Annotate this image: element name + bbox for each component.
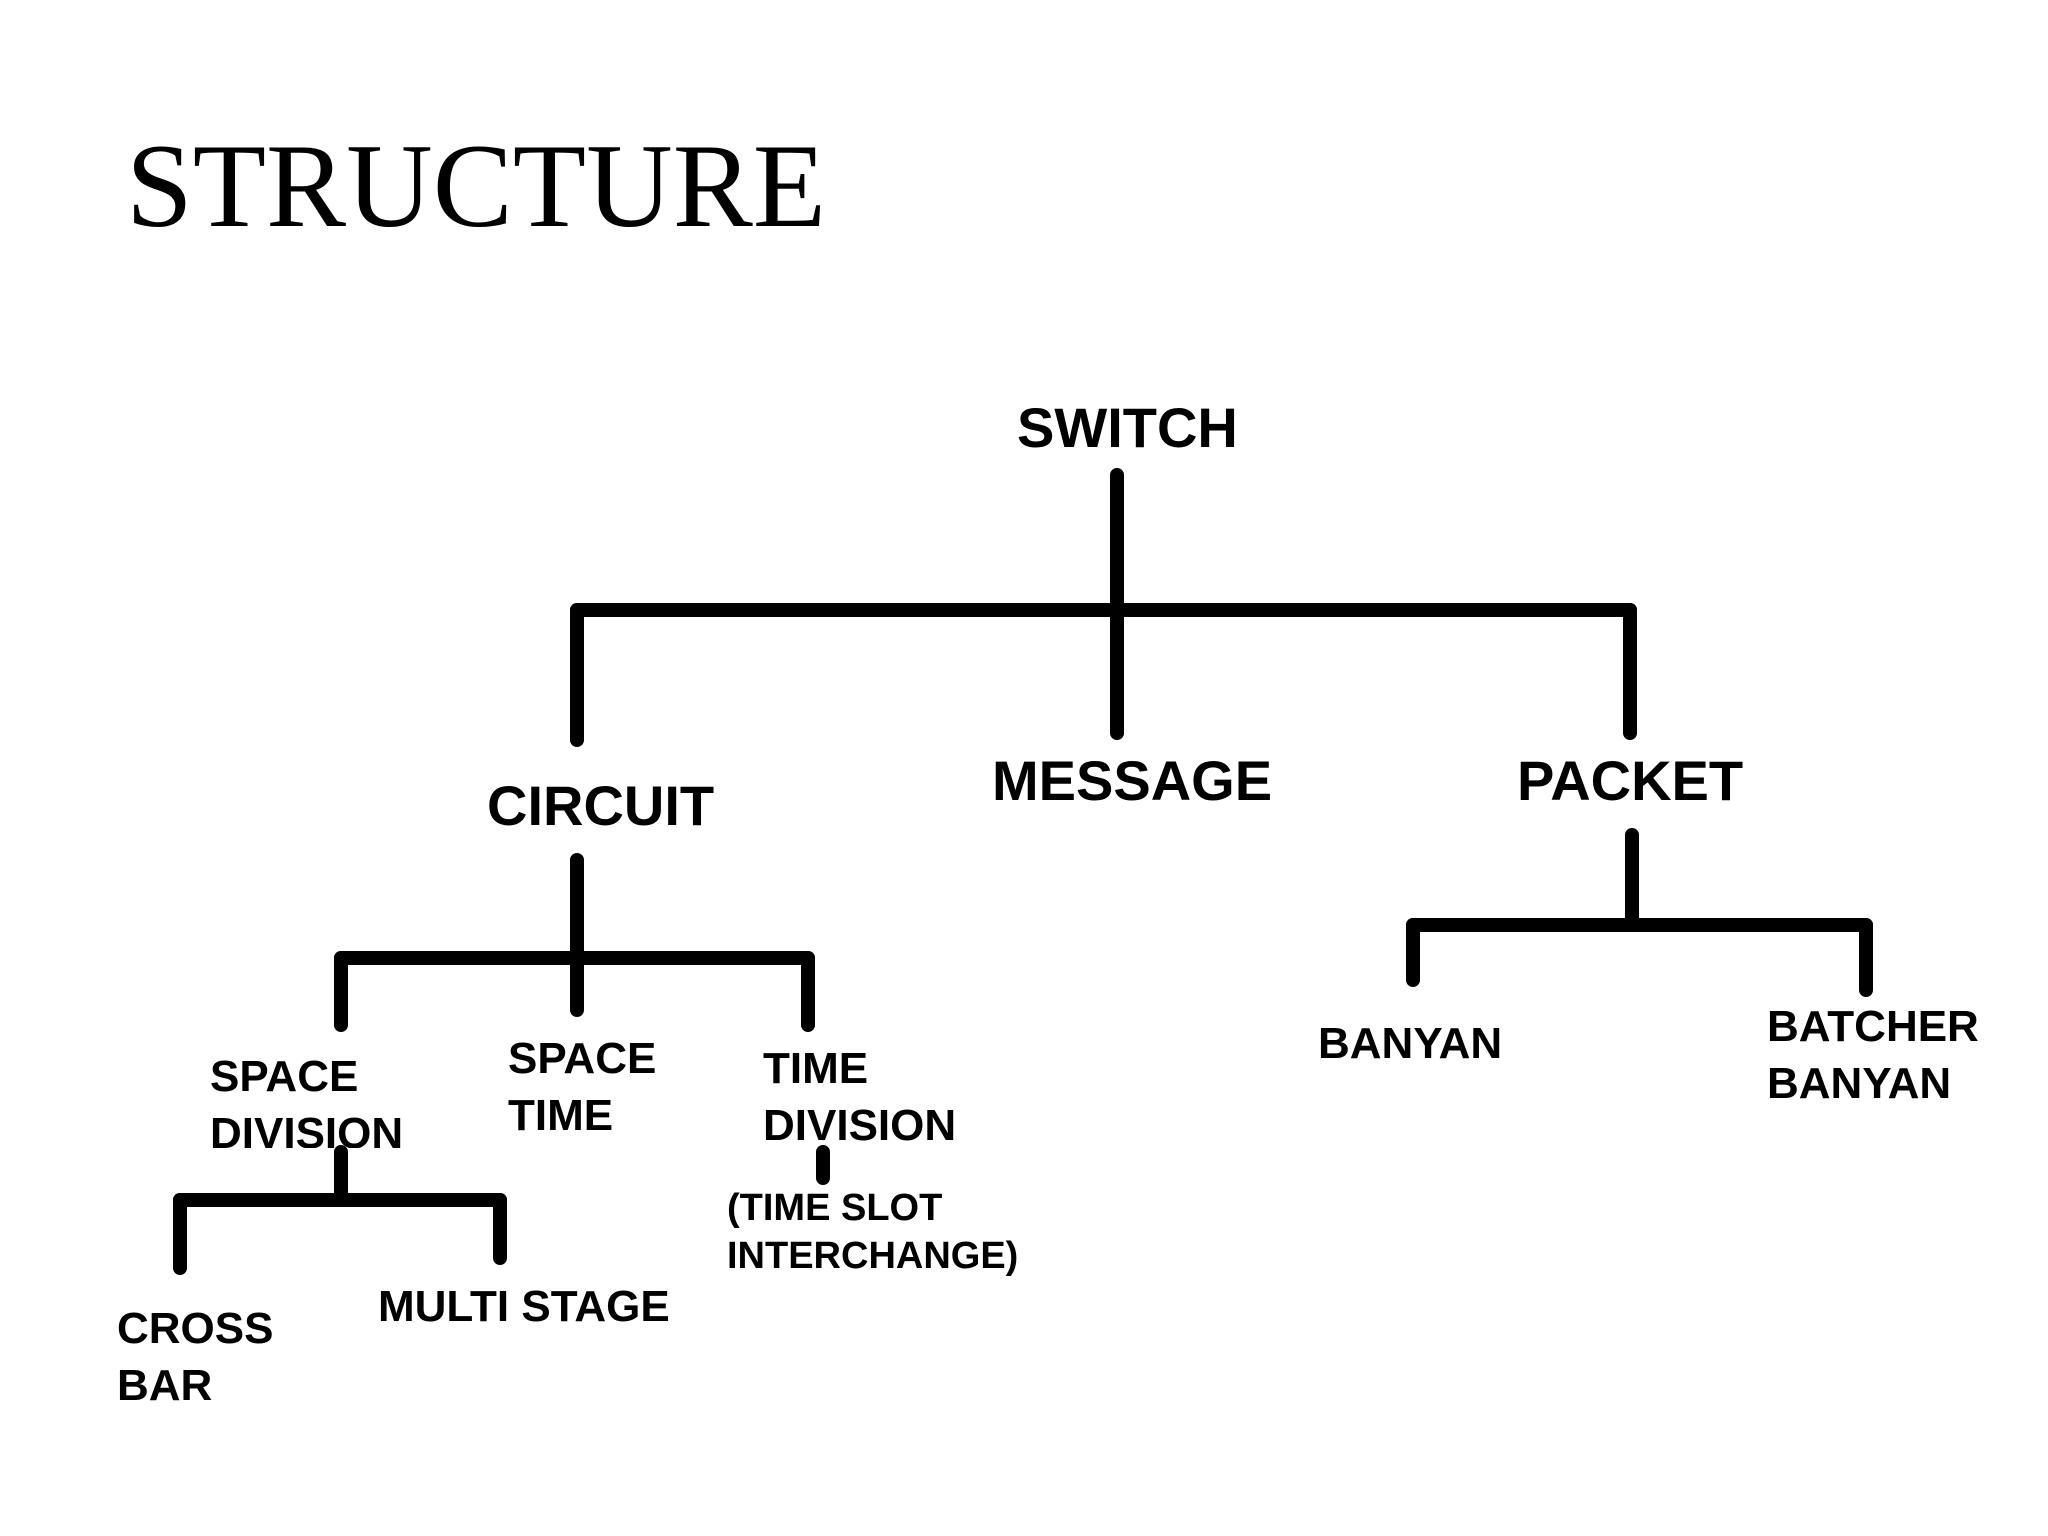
node-batcher-banyan: BATCHER BANYAN <box>1767 1002 1979 1109</box>
node-switch: SWITCH <box>1017 396 1238 459</box>
node-message: MESSAGE <box>992 749 1273 812</box>
node-time-slot-interchange: (TIME SLOT INTERCHANGE) <box>727 1187 1019 1277</box>
node-space-time: SPACE TIME <box>508 1034 657 1141</box>
node-banyan: BANYAN <box>1318 1019 1503 1068</box>
node-space-division: SPACE DIVISION <box>210 1052 404 1148</box>
node-time-division: TIME DIVISION <box>763 1044 957 1151</box>
node-cross-bar: CROSS BAR <box>117 1304 274 1411</box>
node-packet: PACKET <box>1517 749 1744 812</box>
node-multi-stage: MULTI STAGE <box>378 1282 670 1331</box>
slide-title: STRUCTURE <box>126 119 827 252</box>
node-circuit: CIRCUIT <box>487 774 715 837</box>
